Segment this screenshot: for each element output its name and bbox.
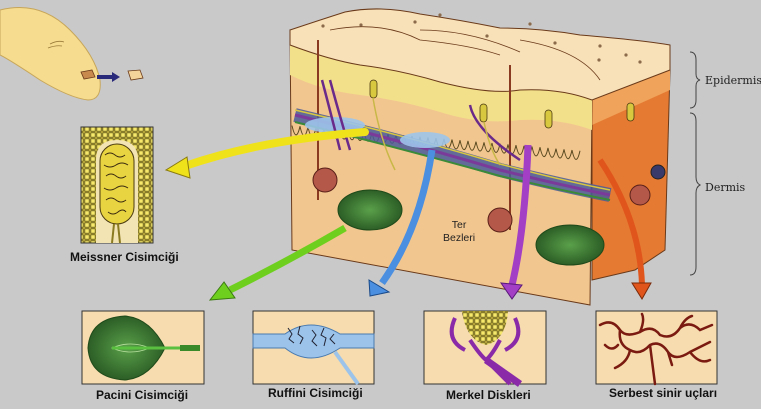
epidermis-brace xyxy=(689,51,701,109)
arrow-pacini xyxy=(208,224,347,301)
free-nerve-panel xyxy=(595,310,718,386)
sweat-glands-label-line1: Ter xyxy=(451,219,467,231)
arrow-merkel xyxy=(499,144,532,300)
ruffini-label: Ruffini Cisimciği xyxy=(268,386,363,400)
sweat-glands-label-line2: Bezleri xyxy=(443,232,476,244)
merkel-panel xyxy=(423,310,547,387)
arrow-meissner xyxy=(164,128,369,179)
pacini-label: Pacini Cisimciği xyxy=(96,388,189,402)
meissner-panel xyxy=(80,126,154,244)
merkel-label: Merkel Diskleri xyxy=(446,388,531,402)
dermis-label: Dermis xyxy=(705,181,746,194)
meissner-label: Meissner Cisimciği xyxy=(70,250,179,264)
epidermis-label: Epidermis xyxy=(705,74,761,87)
pacini-panel xyxy=(81,310,205,385)
arrow-ruffini xyxy=(368,149,436,297)
skin-cross-section xyxy=(289,8,671,306)
arrow-free-nerve xyxy=(597,158,652,300)
dermis-brace xyxy=(689,112,702,276)
free-nerve-label: Serbest sinir uçları xyxy=(609,386,718,400)
finger-illustration xyxy=(0,7,144,101)
arrow-icon xyxy=(97,72,120,82)
sweat-glands-label: Ter Bezleri xyxy=(443,219,475,245)
ruffini-panel xyxy=(252,310,375,386)
